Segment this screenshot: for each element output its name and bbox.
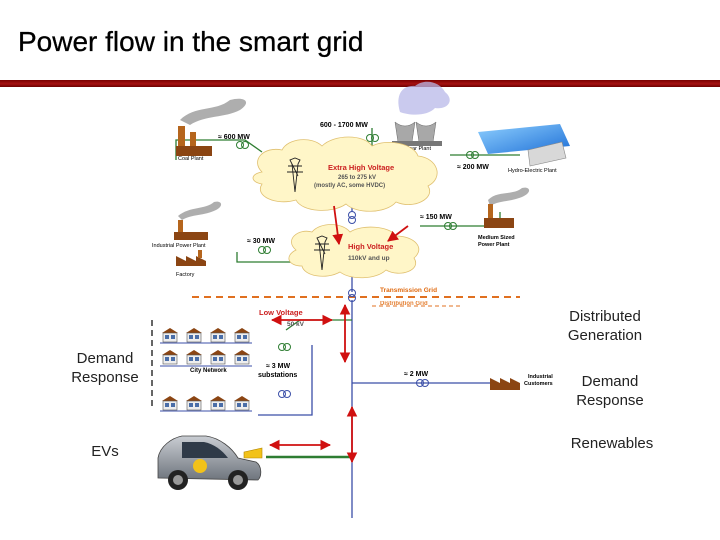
industrial-transformer-icon [258,246,271,254]
factory-icon [176,250,206,266]
flow-arrows [268,205,560,464]
industrial-feed-line [236,252,300,263]
industrial-mw-label: ≈ 30 MW [247,238,275,245]
house-icon [234,350,250,365]
house-icon [162,328,178,343]
ehv-pylon-icon [287,157,303,193]
medium-plant-icon [484,187,530,228]
medium-plant-label-1: Medium Sized [478,235,515,241]
house-icon [186,328,202,343]
house-icon [210,328,226,343]
house-icon [210,396,226,411]
lv-transformer-icon [278,343,291,351]
ehv-note: (mostly AC, some HVDC) [314,183,385,189]
factory-label: Factory [176,272,195,278]
demand-response-right-label: Demand Response [576,373,644,409]
nuclear-mw-label: 600 - 1700 MW [320,122,368,129]
distribution-grid-label: Distribution Grid [380,301,428,307]
hydro-transformer-icon [466,151,479,159]
substations-mw-label: ≈ 3 MW [266,363,290,370]
hydro-plant-label: Hydro-Electric Plant [508,168,557,174]
house-icon [162,350,178,365]
industrial-customers-icon [490,378,520,390]
lv-title: Low Voltage [259,308,303,317]
ehv-title: Extra High Voltage [328,163,394,172]
distributed-generation-label: Distributed Generation [567,308,643,344]
hydro-plant-icon [478,124,570,167]
slide-title: Power flow in the smart grid [18,26,364,57]
house-icon [186,350,202,365]
title-rule [0,80,720,87]
ehv-to-hv-arrow-left [332,205,344,246]
renewables-label: Renewables [570,435,654,452]
industrial-customers-transformer-icon [416,379,429,387]
transmission-grid-label: Transmission Grid [380,287,437,294]
nuclear-plant-icon [392,81,450,146]
house-icon [162,396,178,411]
industrial-plant-icon [174,201,222,240]
medium-mw-label: ≈ 150 MW [420,214,452,221]
coal-plant-label: Coal Plant [178,156,204,162]
house-icon [234,328,250,343]
substation-transformer-icon [278,390,291,398]
medium-transformer-icon [444,222,457,230]
house-icon [210,350,226,365]
grid-separators [151,296,520,410]
ehv-cloud [252,136,438,212]
ehv-range: 265 to 275 kV [338,175,376,181]
demand-response-left-label: Demand Response [71,350,139,386]
city-network-houses [160,328,252,412]
coal-mw-label: ≈ 600 MW [218,134,250,141]
industrial-customers-label-1: Industrial [528,374,553,380]
electric-car-icon [148,428,266,494]
substations-label: substations [258,372,297,379]
hydro-mw-label: ≈ 200 MW [457,164,489,171]
house-icon [234,396,250,411]
dg-arrow [525,330,560,340]
nuclear-transformer-icon [366,134,379,142]
city-bus-line [258,345,313,416]
medium-plant-label-2: Power Plant [478,242,510,248]
ehv-transformer-icon [348,211,356,224]
city-network-label: City Network [190,368,227,374]
ehv-to-hv-arrow-right [387,225,409,242]
industrial-customers-mw-label: ≈ 2 MW [404,371,428,378]
hv-transformer-icon [348,289,356,302]
hv-range: 110kV and up [348,255,390,262]
coal-transformer-icon [236,141,249,149]
industrial-customers-label-2: Customers [524,381,553,387]
coal-plant-icon [176,98,247,156]
lv-range: 50 kV [287,321,305,328]
nuclear-plant-label: Nuclear Plant [398,146,431,152]
evs-label: EVs [91,443,119,460]
hv-title: High Voltage [348,242,393,251]
house-icon [186,396,202,411]
industrial-plant-label: Industrial Power Plant [152,243,206,249]
hv-pylon-icon [314,235,330,271]
